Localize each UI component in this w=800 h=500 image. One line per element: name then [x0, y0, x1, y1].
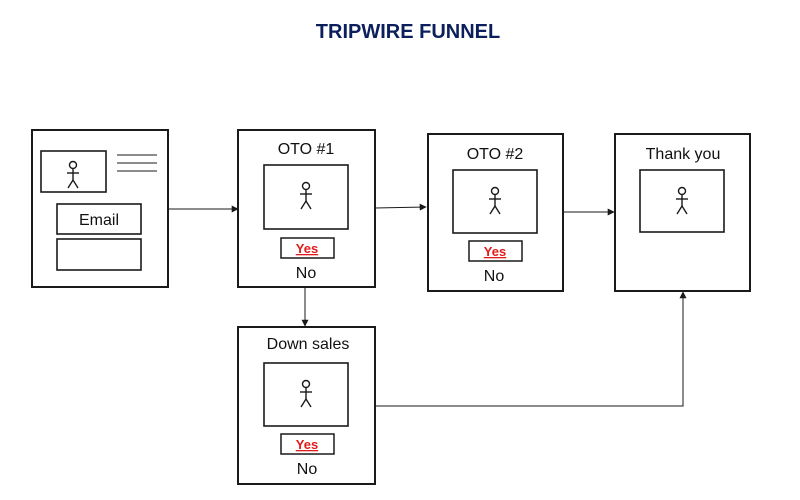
- arrow-downsales-to-thankyou: [375, 291, 687, 407]
- oto2-title: OTO #2: [467, 146, 524, 163]
- thankyou-page-node: Thank you: [614, 133, 751, 292]
- email-field: [56, 203, 142, 235]
- downsales-page-node: Down sales Yes No: [237, 326, 376, 485]
- thankyou-title: Thank you: [646, 146, 721, 163]
- oto2-page-node: OTO #2 Yes No: [427, 133, 564, 292]
- arrow-oto1-to-oto2: [374, 203, 427, 211]
- submit-button-placeholder: [56, 238, 142, 271]
- oto2-yes-button: [468, 240, 523, 262]
- oto1-no-label: No: [296, 265, 317, 282]
- oto2-yes-label: Yes: [484, 244, 506, 259]
- downsales-no-label: No: [297, 461, 318, 478]
- downsales-yes-label: Yes: [296, 437, 318, 452]
- oto1-title: OTO #1: [278, 141, 335, 158]
- diagram-title: TRIPWIRE FUNNEL: [316, 21, 500, 43]
- optin-page-node: Email: [31, 129, 169, 288]
- downsales-yes-button: [280, 433, 335, 455]
- oto2-no-label: No: [484, 268, 505, 285]
- text-lines-icon: [117, 154, 157, 172]
- oto1-page-node: OTO #1 Yes No: [237, 129, 376, 288]
- downsales-title: Down sales: [267, 336, 350, 353]
- oto1-yes-label: Yes: [296, 241, 318, 256]
- email-field-label: Email: [79, 212, 119, 229]
- oto1-yes-button: [280, 237, 335, 259]
